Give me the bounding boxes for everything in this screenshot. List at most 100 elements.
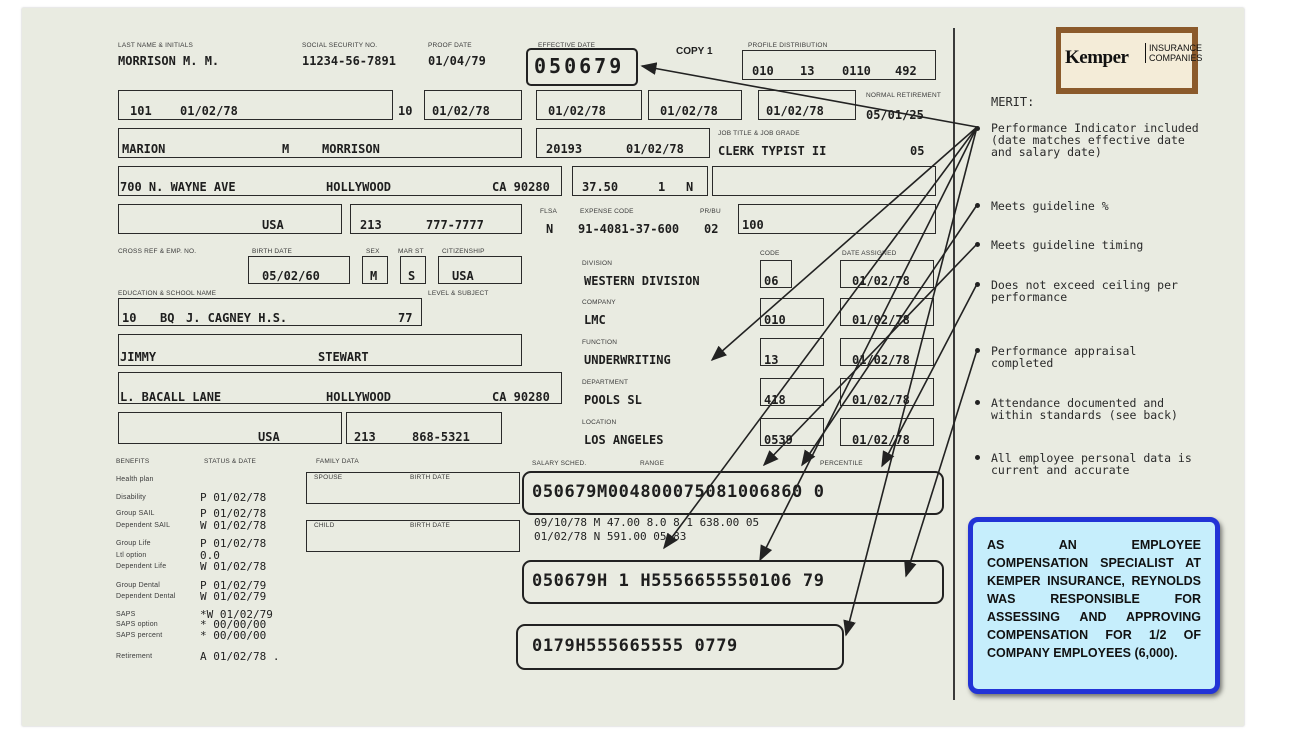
compensation-callout: AS AN EMPLOYEE COMPENSATION SPECIALIST A… [968, 517, 1220, 694]
row3-date: 01/02/78 [626, 142, 684, 156]
note-performance-indicator: Performance Indicator included (date mat… [991, 121, 1199, 159]
location-date-box [840, 418, 934, 446]
city: HOLLYWOOD [326, 180, 392, 194]
merit-title: MERIT: [991, 95, 1035, 109]
function-code-box [760, 338, 824, 366]
row2-code: 101 [130, 104, 152, 118]
marital-label: MAR ST [398, 248, 424, 255]
emergency-area-code: 213 [354, 430, 376, 444]
education-box [118, 298, 422, 326]
benefit-name: Disability [116, 494, 147, 501]
spouse-birth-label: BIRTH DATE [410, 474, 451, 481]
arrow-to-review-date [759, 126, 978, 562]
emergency-phone: 868-5321 [412, 430, 470, 444]
range-label: RANGE [640, 460, 665, 467]
salary-line-1: 09/10/78 M 47.00 8.0 8 1 638.00 05 [534, 516, 760, 529]
emergency-last-name: STEWART [318, 350, 369, 364]
kemper-logo-subtitle: INSURANCE COMPANIES [1145, 43, 1202, 63]
family-data-label: FAMILY DATA [316, 458, 359, 465]
benefit-name: Group Dental [116, 582, 161, 589]
arrow-to-salary-date [710, 126, 978, 362]
benefit-status: P 01/02/78 [200, 537, 267, 550]
marital-box [400, 256, 426, 284]
proof-date-value: 01/04/79 [428, 54, 486, 68]
division-value: WESTERN DIVISION [584, 274, 700, 288]
expense-label: EXPENSE CODE [580, 208, 634, 215]
ssn-value: 11234-56-7891 [302, 54, 396, 68]
company-code-box [760, 298, 824, 326]
row2-num: 10 [398, 104, 413, 118]
benefit-status: A 01/02/78 . [200, 650, 280, 663]
marital-value: S [408, 269, 416, 283]
citizenship-box [438, 256, 522, 284]
org-code-label: CODE [760, 250, 780, 257]
function-value: UNDERWRITING [584, 353, 671, 367]
birth-date-label: BIRTH DATE [252, 248, 293, 255]
benefit-status: W 01/02/79 [200, 590, 267, 603]
benefit-status: *W 01/02/79 [200, 608, 273, 621]
division-date-box [840, 260, 934, 288]
department-date-box [840, 378, 934, 406]
ssn-label: SOCIAL SECURITY NO. [302, 42, 378, 49]
employee-name: MORRISON M. M. [118, 54, 220, 68]
first-name: MARION [122, 142, 166, 156]
kemper-logo: Kemper INSURANCE COMPANIES [1056, 27, 1202, 94]
appraisal-box [516, 624, 844, 670]
shift: 1 [658, 180, 666, 194]
department-label: DEPARTMENT [582, 379, 629, 386]
job-title-value: CLERK TYPIST II [718, 144, 827, 158]
row5-phone-box [350, 204, 522, 234]
emergency-state-zip: CA 90280 [492, 390, 550, 404]
hours: 37.50 [582, 180, 619, 194]
benefit-name: Group SAIL [116, 510, 155, 517]
education-code2: BQ [160, 311, 175, 325]
kemper-logo-plate: Kemper INSURANCE COMPANIES [1061, 33, 1202, 88]
benefit-name: SAPS [116, 611, 136, 618]
department-date: 01/02/78 [852, 393, 910, 407]
profile-value-3: 0110 [842, 64, 871, 78]
cross-ref-label: CROSS REF & EMP. NO. [118, 248, 197, 255]
row2-date2-box [424, 90, 522, 120]
note-guideline-percent: Meets guideline % [991, 199, 1109, 213]
profile-value-1: 010 [752, 64, 774, 78]
profile-value-4: 492 [895, 64, 917, 78]
benefit-status: P 01/02/79 [200, 579, 267, 592]
note-personal-data: All employee personal data is current an… [991, 451, 1192, 477]
benefits-status-label: STATUS & DATE [204, 458, 257, 465]
kemper-logo-wordmark: Kemper [1065, 47, 1129, 68]
salary-line-2: 01/02/78 N 591.00 05 83 [534, 530, 687, 543]
middle-initial: M [282, 142, 290, 156]
review-box [522, 560, 944, 604]
function-code: 13 [764, 353, 779, 367]
arrow-to-appraisal-date [843, 126, 978, 637]
emergency-city: HOLLYWOOD [326, 390, 392, 404]
profile-value-2: 13 [800, 64, 815, 78]
education-label: EDUCATION & SCHOOL NAME [118, 290, 217, 297]
company-code: 010 [764, 313, 786, 327]
emergency-name-box [118, 334, 522, 366]
row4-hours-box [572, 166, 708, 196]
profile-label: PROFILE DISTRIBUTION [748, 42, 828, 49]
row2-date4-box [648, 90, 742, 120]
benefit-name: SAPS percent [116, 632, 163, 639]
benefit-status: 0.0 [200, 549, 220, 562]
division-label: DIVISION [582, 260, 613, 267]
sex-label: SEX [366, 248, 380, 255]
school-name: J. CAGNEY H.S. [186, 311, 288, 325]
row4-address-box [118, 166, 562, 196]
row5-country-box [118, 204, 342, 234]
company-value: LMC [584, 313, 606, 327]
citizenship-value: USA [452, 269, 474, 283]
child-box [306, 520, 520, 552]
area-code: 213 [360, 218, 382, 232]
bullet-dot [975, 400, 980, 405]
sex-value: M [370, 269, 378, 283]
division-code-box [760, 260, 792, 288]
benefit-status: P 01/02/78 [200, 491, 267, 504]
note-appraisal: Performance appraisal completed [991, 344, 1137, 370]
arrow-to-effective-date [640, 62, 978, 128]
flsa-value: N [546, 222, 554, 236]
expense-value: 91-4081-37-600 [578, 222, 680, 236]
effective-date-box [526, 48, 638, 86]
flsa-label: FLSA [540, 208, 558, 215]
